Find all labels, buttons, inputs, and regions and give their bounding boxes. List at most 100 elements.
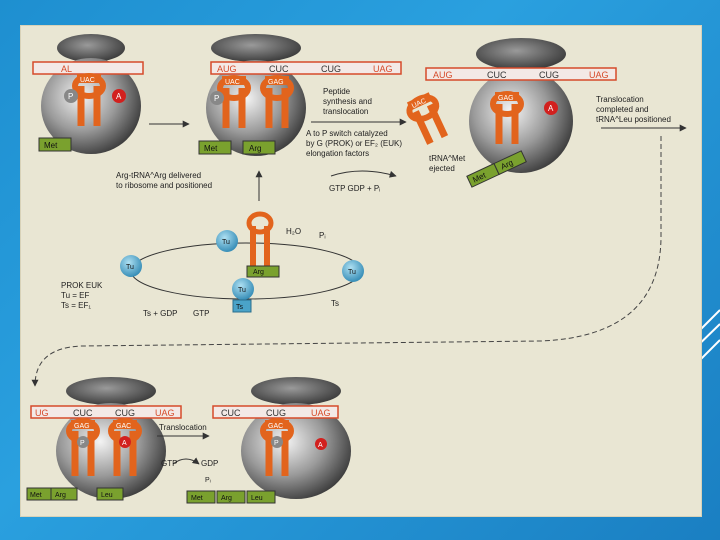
aa-label: Met [191, 495, 203, 502]
anticodon: GAG [268, 79, 284, 86]
codon: CUG [539, 70, 559, 80]
aa-label: Met [30, 492, 42, 499]
arrow-gtp-translocation [172, 457, 200, 465]
annotation-line: A to P switch catalyzed [306, 129, 388, 138]
codon: UAG [373, 64, 393, 74]
trna-step3-ejected: UAC [406, 92, 449, 145]
annotation-line: elongation factors [306, 149, 369, 158]
trna-step2-met: UAC [217, 75, 251, 128]
arrow-gtp [330, 170, 397, 178]
gtp-label: GTP [161, 459, 177, 468]
mrna-step2: AUG CUC CUG UAG [210, 61, 402, 75]
mrna-step1: AL [32, 61, 144, 75]
amino-acids-step4: Met Arg Leu [26, 487, 124, 501]
a-site-label: A [122, 440, 127, 447]
anticodon: GAG [498, 95, 514, 102]
tu-factor-left: Tu [120, 255, 142, 277]
codon: AUG [217, 64, 237, 74]
p-site-step5 [271, 436, 283, 448]
annotation-line: by G (PROK) or EF₂ (EUK) [306, 139, 402, 148]
codon: UAG [311, 408, 331, 418]
pi-label: Pᵢ [319, 231, 326, 240]
tu-ts-complex: Tu Ts [232, 278, 254, 313]
dashed-connector [31, 136, 662, 387]
amino-acid-met-step1: Met [38, 137, 72, 152]
codon: CUC [73, 408, 93, 418]
tu-label: Tu [222, 239, 230, 246]
codon: UAG [155, 408, 175, 418]
legend-line: Ts = EF₁ [61, 301, 91, 310]
ribosome-step1 [41, 34, 141, 154]
anticodon: GAC [116, 423, 131, 430]
aa-label: Arg [253, 269, 264, 276]
aa-label: Arg [221, 495, 232, 502]
codon: UG [35, 408, 49, 418]
translocation-label: Translocation [159, 423, 207, 432]
aa-label: Leu [101, 492, 113, 499]
mrna-step4: UG CUC CUG UAG [30, 405, 182, 419]
a-site-step5 [315, 438, 327, 450]
aa-label: Met [204, 144, 218, 153]
annotation-translocation-done: Translocation completed and tRNA^Leu pos… [596, 95, 671, 124]
a-site-step1: A [112, 89, 126, 103]
codon: CUC [487, 70, 507, 80]
annotation-peptide: Peptide synthesis and translocation [323, 87, 372, 116]
anticodon: UAC [225, 79, 240, 86]
a-site-label: A [548, 104, 554, 113]
p-site-label: P [214, 94, 219, 103]
a-site-step4 [119, 436, 131, 448]
legend-line: Tu = EF [61, 291, 89, 300]
h2o-label: H₂O [286, 227, 301, 236]
annotation-line: Translocation [596, 95, 644, 104]
tu-label: Tu [238, 287, 246, 294]
ts-arrow-label: Ts [331, 299, 339, 308]
a-site-step3 [544, 101, 558, 115]
ts-label: Ts [236, 304, 244, 311]
annotation-line: Peptide [323, 87, 351, 96]
annotation-line: tRNA^Leu positioned [596, 115, 671, 124]
codon-partial: AL [61, 64, 72, 74]
a-site-label: A [116, 92, 122, 101]
annotation-line: tRNA^Met [429, 154, 466, 163]
annotation-line: synthesis and [323, 97, 372, 106]
annotation-switch: A to P switch catalyzed by G (PROK) or E… [306, 129, 402, 158]
codon: CUG [266, 408, 286, 418]
trna-step1-met: UAC [72, 73, 106, 126]
p-site-label: P [274, 440, 279, 447]
amino-acids-step2: Met Arg [198, 140, 276, 155]
arg-trna-delivery: Arg [246, 211, 280, 278]
p-site-step1: P [64, 89, 78, 103]
codon: CUC [269, 64, 289, 74]
trna-step2-arg: GAG [260, 75, 294, 128]
trna-step3-arg: GAG [490, 91, 524, 144]
mrna-step3: AUG CUC CUG UAG [425, 67, 617, 81]
annotation-line: ejected [429, 164, 455, 173]
ts-gdp-label: Ts + GDP [143, 309, 177, 318]
pi-label: Pᵢ [205, 477, 211, 484]
tu-factor-top: Tu [216, 230, 238, 252]
a-site-label: A [318, 442, 323, 449]
p-site-label: P [80, 440, 85, 447]
p-site-label: P [68, 92, 73, 101]
annotation-ejected: tRNA^Met ejected [429, 154, 466, 173]
aa-label: Arg [55, 492, 66, 499]
legend-line: PROK EUK [61, 281, 103, 290]
codon: UAG [589, 70, 609, 80]
anticodon: GAC [268, 423, 283, 430]
p-site-step2 [210, 91, 224, 105]
amino-acids-step5: Met Arg Leu [186, 490, 276, 504]
codon: CUG [321, 64, 341, 74]
ts-gtp-label: GTP [193, 309, 209, 318]
tu-factor-right: Tu [342, 260, 364, 282]
aa-label: Leu [251, 495, 263, 502]
annotation-line: to ribosome and positioned [116, 181, 212, 190]
anticodon: GAG [74, 423, 90, 430]
tu-label: Tu [348, 269, 356, 276]
gdp-label: GDP [201, 459, 218, 468]
gtp-gdp-label: GTP GDP + Pᵢ [329, 184, 380, 193]
legend: PROK EUK Tu = EF Ts = EF₁ [61, 281, 103, 310]
amino-acids-step3: Met Arg [466, 150, 527, 188]
mrna-step5: CUC CUG UAG [212, 405, 339, 419]
codon: CUG [115, 408, 135, 418]
annotation-delivered: Arg-tRNA^Arg delivered to ribosome and p… [116, 171, 212, 190]
